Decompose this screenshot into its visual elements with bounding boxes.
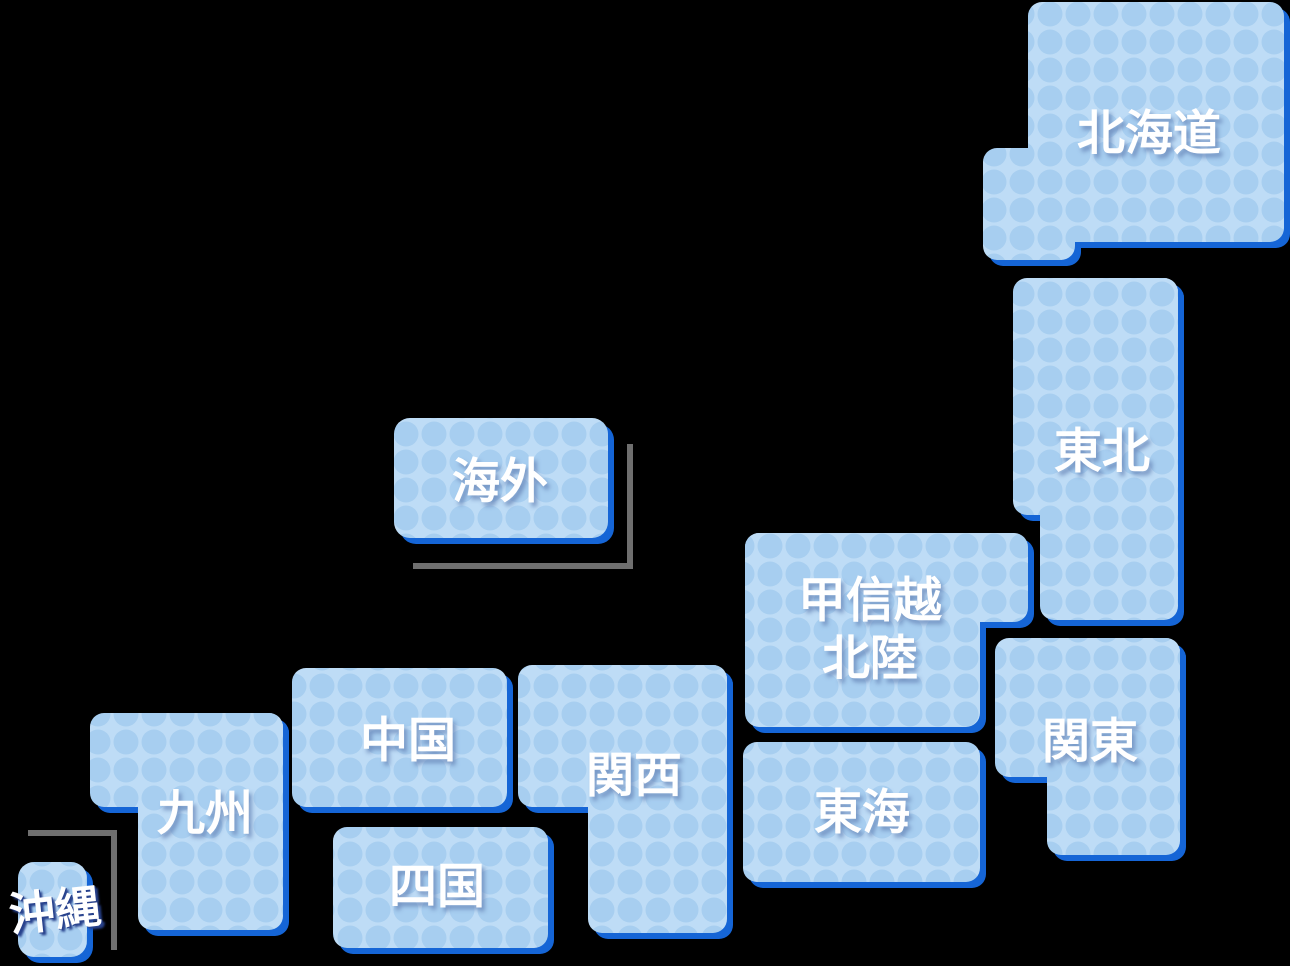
okinawa-bracket-line — [28, 830, 117, 950]
region-okinawa-fill[interactable] — [18, 862, 87, 957]
region-okinawa-label[interactable]: 沖縄 — [6, 878, 104, 943]
region-kanto-shape[interactable] — [995, 638, 1186, 861]
region-koshinetsu-hokuriku-label-line2: 北陸 — [821, 630, 919, 686]
region-shikoku-shape[interactable] — [333, 827, 554, 954]
region-overseas-label[interactable]: 海外 — [451, 453, 549, 510]
region-kansai-fill[interactable] — [518, 665, 727, 933]
region-chugoku-label[interactable]: 中国 — [359, 712, 457, 769]
region-chugoku-fill[interactable] — [292, 668, 507, 807]
region-tohoku-shape[interactable] — [1013, 278, 1184, 626]
region-shikoku-fill[interactable] — [333, 827, 548, 948]
region-tohoku-fill[interactable] — [1013, 278, 1178, 620]
region-kyushu-label[interactable]: 九州 — [156, 785, 254, 842]
region-kansai-label[interactable]: 関西 — [585, 747, 683, 804]
region-hokkaido-shape[interactable] — [983, 2, 1290, 266]
region-tohoku-label[interactable]: 東北 — [1053, 423, 1151, 480]
region-overseas-shape[interactable] — [394, 418, 614, 544]
region-koshinetsu-hokuriku-label-line1: 甲信越 — [797, 572, 943, 629]
region-hokkaido-fill[interactable] — [983, 2, 1284, 260]
region-tokai-label[interactable]: 東海 — [813, 784, 911, 841]
overseas-bracket-line — [413, 444, 633, 569]
region-kanto-label[interactable]: 関東 — [1041, 713, 1139, 770]
region-okinawa-shape[interactable] — [18, 862, 93, 963]
region-tokai-fill[interactable] — [743, 742, 980, 882]
region-tokai-shape[interactable] — [743, 742, 986, 888]
region-overseas-fill[interactable] — [394, 418, 608, 538]
region-koshinetsu-hokuriku-label[interactable]: 甲信越 北陸 — [798, 572, 942, 687]
region-koshinetsu-hokuriku-shape[interactable] — [745, 533, 1034, 733]
region-hokkaido-label[interactable]: 北海道 — [1076, 105, 1222, 162]
region-shikoku-label[interactable]: 四国 — [388, 858, 486, 915]
region-koshinetsu-hokuriku-fill[interactable] — [745, 533, 1028, 727]
region-chugoku-shape[interactable] — [292, 668, 513, 813]
region-kansai-shape[interactable] — [518, 665, 733, 939]
region-kyushu-shape[interactable] — [90, 713, 289, 936]
region-kanto-fill[interactable] — [995, 638, 1180, 855]
region-kyushu-fill[interactable] — [90, 713, 283, 930]
